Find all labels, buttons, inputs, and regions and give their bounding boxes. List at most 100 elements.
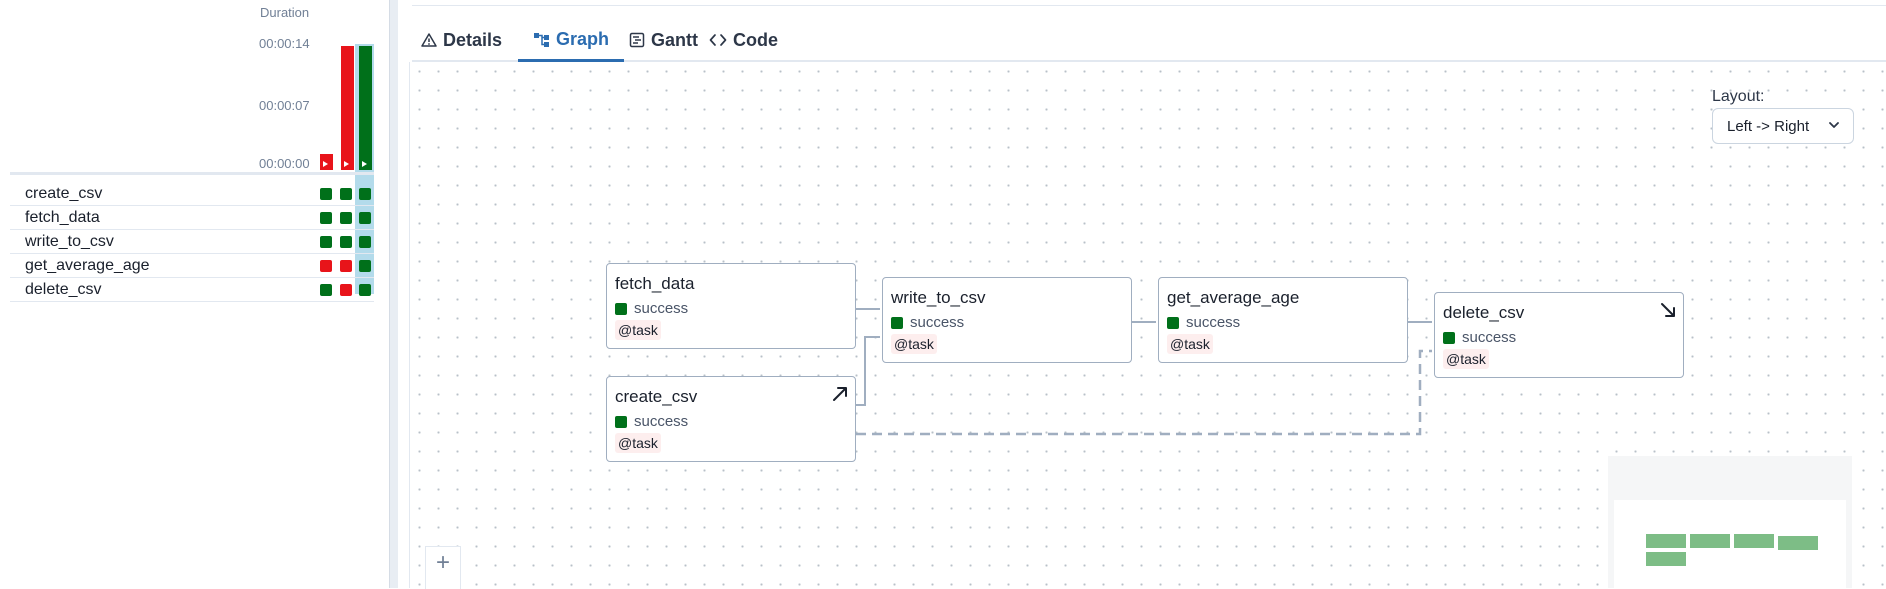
- minimap-node: [1778, 536, 1818, 550]
- task-node-write-to-csv[interactable]: write_to_csv success @task: [882, 277, 1132, 363]
- grid-panel: Duration 00:00:14 00:00:07 00:00:00 crea…: [0, 0, 390, 588]
- edge-dashed: [856, 349, 1432, 436]
- node-tag: @task: [891, 334, 937, 354]
- status-square: [891, 316, 903, 329]
- task-name: get_average_age: [25, 257, 150, 274]
- zoom-in-button[interactable]: +: [425, 546, 461, 589]
- tab-code[interactable]: Code: [709, 20, 778, 60]
- task-instance-square[interactable]: [340, 188, 352, 200]
- task-instance-square[interactable]: [359, 260, 371, 272]
- task-name: delete_csv: [25, 281, 102, 298]
- minimap-node: [1646, 552, 1686, 566]
- tab-label: Code: [733, 29, 778, 50]
- task-instance-square[interactable]: [359, 188, 371, 200]
- tab-label: Details: [443, 29, 503, 50]
- task-name: fetch_data: [25, 209, 100, 226]
- run-duration-bar[interactable]: [320, 154, 333, 170]
- edge: [856, 336, 880, 406]
- task-instance-square[interactable]: [320, 260, 332, 272]
- duration-tick: 00:00:00: [259, 156, 310, 171]
- status-square: [1443, 331, 1455, 344]
- tab-label: Graph: [556, 29, 610, 49]
- node-status: success: [615, 413, 688, 430]
- play-icon: [362, 161, 367, 167]
- layout-select[interactable]: Left -> Right: [1712, 108, 1854, 144]
- chevron-down-icon: [1829, 122, 1839, 128]
- node-tag: @task: [1443, 349, 1489, 369]
- status-square: [615, 302, 627, 315]
- node-tag: @task: [615, 320, 661, 340]
- task-row[interactable]: write_to_csv: [10, 231, 374, 254]
- layout-label: Layout:: [1712, 88, 1765, 105]
- details-panel: Details Graph Gantt Code: [397, 0, 1886, 589]
- task-name: write_to_csv: [25, 233, 114, 250]
- minimap-node: [1646, 534, 1686, 548]
- task-instance-square[interactable]: [340, 260, 352, 272]
- task-node-delete-csv[interactable]: delete_csv success @task: [1434, 292, 1684, 378]
- node-name: write_to_csv: [891, 288, 986, 307]
- node-status: success: [615, 300, 688, 317]
- task-instance-square[interactable]: [340, 284, 352, 296]
- node-tag: @task: [615, 433, 661, 453]
- node-status-label: success: [634, 413, 689, 430]
- node-name: get_average_age: [1167, 288, 1300, 307]
- duration-tick: 00:00:07: [259, 98, 310, 113]
- task-node-fetch-data[interactable]: fetch_data success @task: [606, 263, 856, 349]
- task-instance-square[interactable]: [340, 212, 352, 224]
- node-status: success: [1167, 314, 1240, 331]
- run-duration-bar[interactable]: [341, 46, 354, 170]
- tab-graph[interactable]: Graph: [518, 20, 625, 62]
- tab-gantt[interactable]: Gantt: [629, 20, 698, 60]
- graph-icon: [534, 32, 549, 47]
- minimap-viewport: [1614, 500, 1846, 588]
- task-instance-square[interactable]: [359, 284, 371, 296]
- task-row[interactable]: fetch_data: [10, 207, 374, 230]
- graph-canvas[interactable]: Layout: Left -> Right fetch_data success…: [409, 62, 1886, 589]
- arrow-down-right-icon: [1661, 303, 1675, 317]
- task-instance-square[interactable]: [320, 188, 332, 200]
- run-duration-bar[interactable]: [359, 46, 372, 170]
- arrow-up-right-icon: [833, 387, 847, 401]
- tab-details[interactable]: Details: [421, 20, 502, 60]
- node-status-label: success: [910, 314, 965, 331]
- task-instance-square[interactable]: [340, 236, 352, 248]
- node-status: success: [891, 314, 964, 331]
- task-instance-square[interactable]: [359, 236, 371, 248]
- task-name: create_csv: [25, 185, 103, 202]
- duration-title: Duration: [260, 5, 310, 20]
- task-row[interactable]: delete_csv: [10, 279, 374, 302]
- node-status-label: success: [1462, 329, 1517, 346]
- layout-select-value: Left -> Right: [1727, 117, 1810, 135]
- tab-bar: Details Graph Gantt Code: [412, 20, 1886, 62]
- gantt-icon: [629, 32, 645, 48]
- task-node-get-average-age[interactable]: get_average_age success @task: [1158, 277, 1408, 363]
- task-row[interactable]: create_csv: [10, 183, 374, 206]
- node-name: create_csv: [615, 387, 698, 406]
- play-icon: [344, 161, 349, 167]
- graph-edges: [856, 308, 1432, 436]
- panel-resize-handle[interactable]: [389, 0, 398, 588]
- top-divider: [412, 5, 1886, 6]
- zoom-in-label: +: [435, 549, 450, 576]
- minimap-node: [1690, 534, 1730, 548]
- task-node-create-csv[interactable]: create_csv success @task: [606, 376, 856, 462]
- status-square: [1167, 316, 1179, 329]
- minimap-node: [1734, 534, 1774, 548]
- task-row[interactable]: get_average_age: [10, 255, 374, 278]
- duration-tick: 00:00:14: [259, 36, 310, 51]
- warning-icon: [421, 33, 437, 47]
- task-instance-square[interactable]: [320, 236, 332, 248]
- node-status: success: [1443, 329, 1516, 346]
- tab-label: Gantt: [651, 29, 698, 50]
- task-instance-square[interactable]: [320, 212, 332, 224]
- node-name: delete_csv: [1443, 303, 1525, 322]
- graph-minimap[interactable]: [1608, 456, 1852, 588]
- node-name: fetch_data: [615, 274, 695, 293]
- grid-header-divider: [10, 172, 374, 175]
- status-square: [615, 415, 627, 428]
- play-icon: [323, 161, 328, 167]
- node-tag: @task: [1167, 334, 1213, 354]
- node-status-label: success: [634, 300, 689, 317]
- task-instance-square[interactable]: [359, 212, 371, 224]
- task-instance-square[interactable]: [320, 284, 332, 296]
